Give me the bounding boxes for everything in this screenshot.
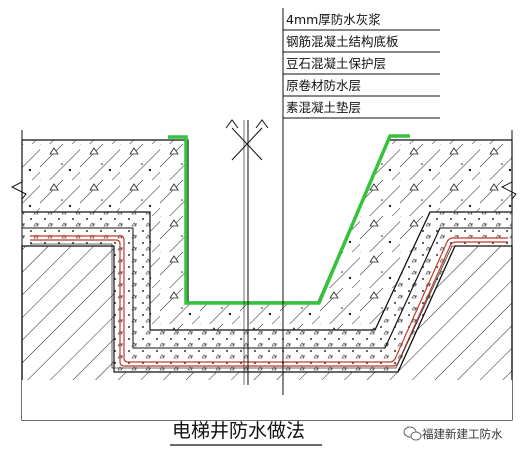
membrane-layer-outer xyxy=(30,235,508,363)
watermark-text: 福建新建工防水 xyxy=(422,427,503,441)
break-line-left xyxy=(10,130,27,270)
membrane-layer-inner xyxy=(30,239,508,367)
break-line-right xyxy=(500,130,517,270)
wechat-icon xyxy=(403,426,422,441)
pit-cross-symbol xyxy=(231,127,263,161)
label-table: 4mm厚防水灰浆 钢筋混凝土结构底板 豆石混凝土保护层 原卷材防水层 素混凝土垫… xyxy=(283,12,440,119)
label-membrane-layer: 原卷材防水层 xyxy=(286,78,361,93)
label-protective-layer: 豆石混凝土保护层 xyxy=(286,56,386,71)
label-cushion-layer: 素混凝土垫层 xyxy=(286,100,361,115)
diagram-caption: 电梯井防水做法 xyxy=(172,420,305,442)
watermark: 福建新建工防水 xyxy=(403,426,503,441)
label-structural-slab: 钢筋混凝土结构底板 xyxy=(286,34,399,49)
waterproof-mortar-line xyxy=(168,134,410,305)
label-mortar: 4mm厚防水灰浆 xyxy=(286,12,381,27)
